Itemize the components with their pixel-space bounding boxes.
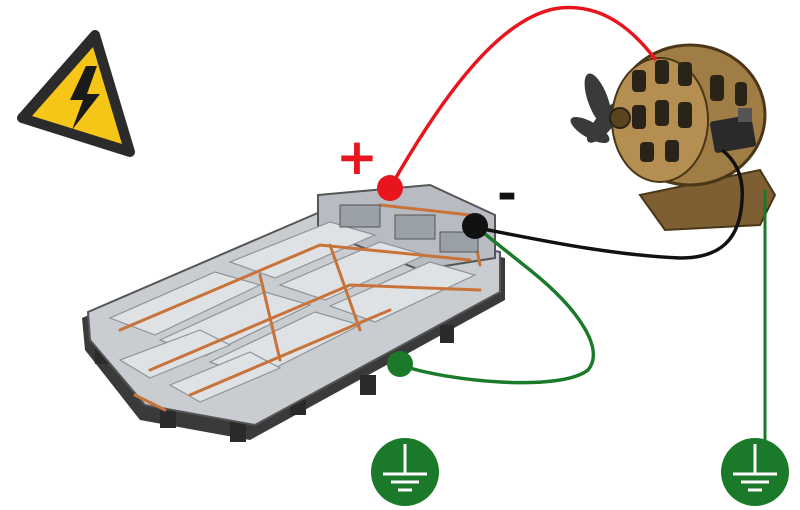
ground-wire-battery [399, 228, 595, 385]
electric-motor [570, 43, 777, 232]
ground-terminal [387, 351, 413, 377]
negative-terminal [462, 213, 488, 239]
negative-wire [477, 148, 744, 260]
high-voltage-warning-icon [17, 30, 135, 157]
positive-terminal [377, 175, 403, 201]
ground-symbol-icon [371, 438, 439, 506]
positive-wire [388, 5, 658, 189]
ground-symbol-icon [721, 438, 789, 506]
positive-label: + [336, 128, 378, 186]
negative-label: - [497, 166, 517, 222]
ev-battery-pack [82, 183, 505, 442]
